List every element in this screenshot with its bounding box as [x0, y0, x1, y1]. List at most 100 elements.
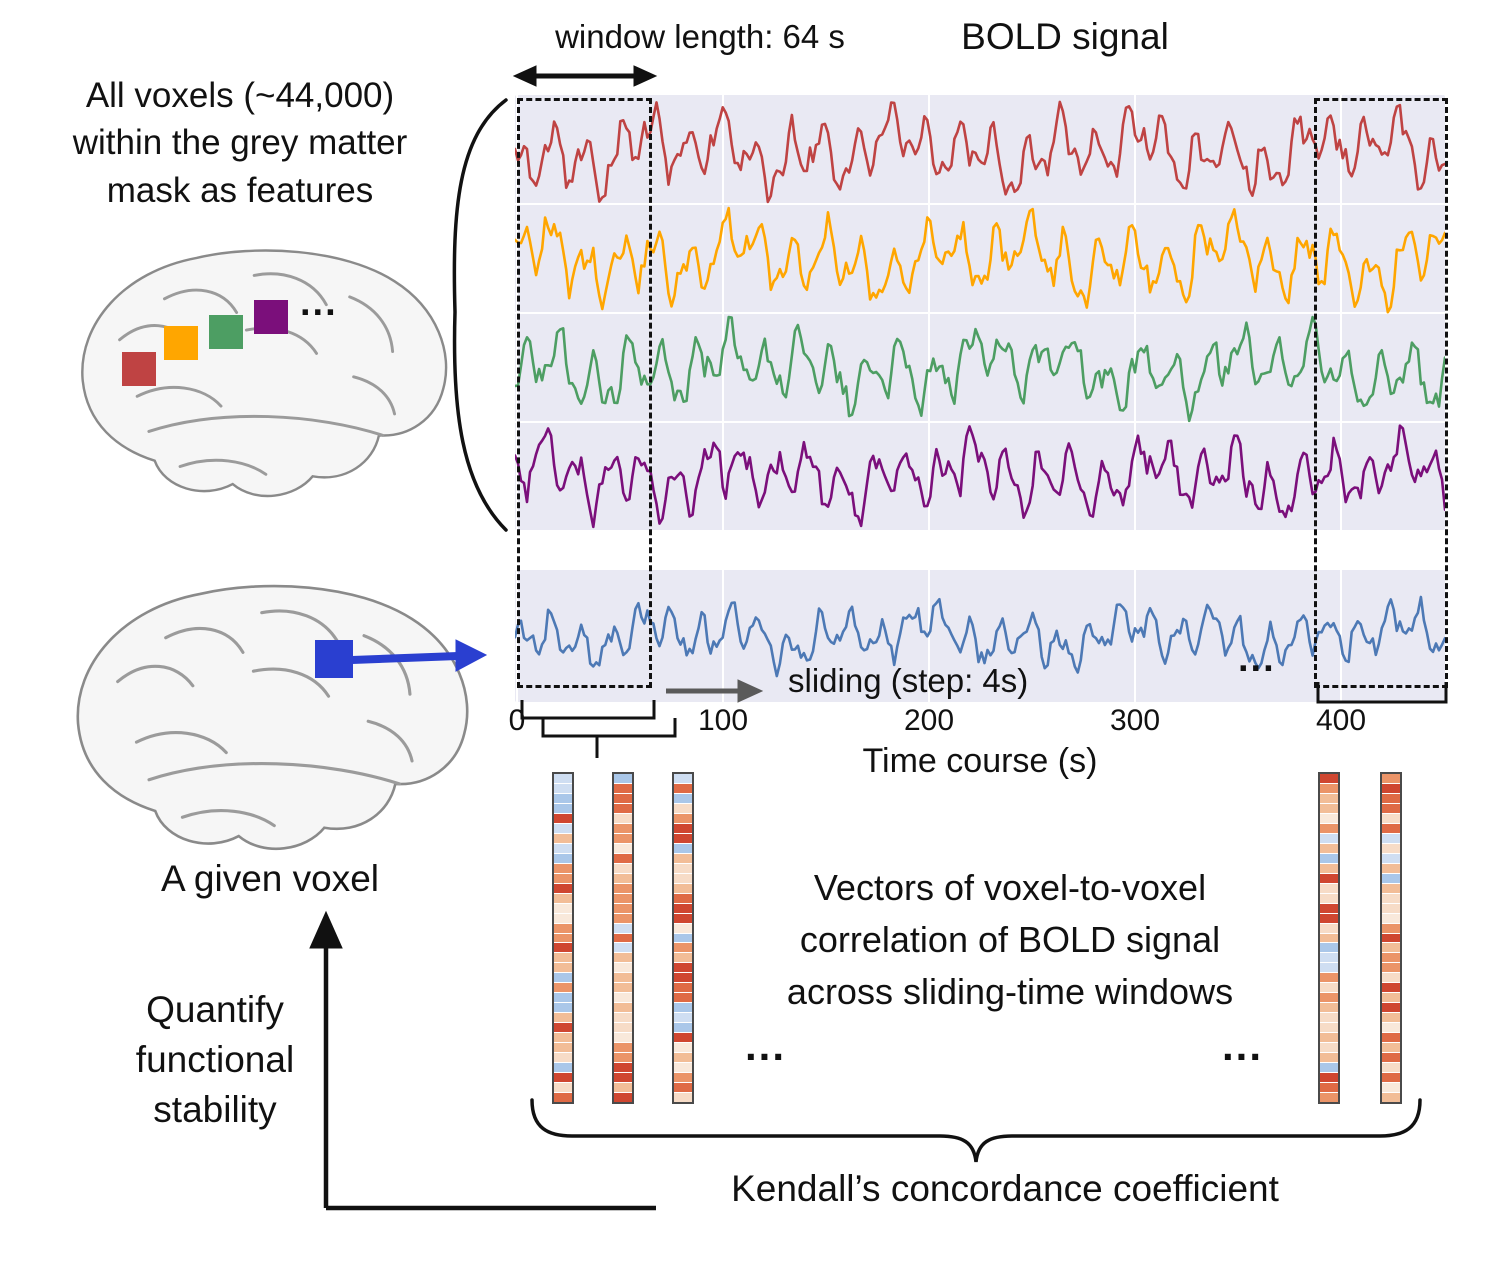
correlation-cell: [1320, 893, 1338, 904]
signal-trace-voxel-red: [515, 100, 1445, 204]
correlation-cell: [674, 1053, 692, 1064]
correlation-cell: [674, 913, 692, 924]
correlation-cell: [614, 953, 632, 964]
window-length-arrow: [512, 65, 658, 87]
vectors-line-1: Vectors of voxel-to-voxel: [813, 867, 1207, 908]
correlation-cell: [614, 963, 632, 974]
all-voxels-line-1: All voxels (~44,000): [85, 76, 395, 115]
tick-0: 0: [508, 704, 526, 737]
correlation-cell: [1320, 903, 1338, 914]
correlation-cell: [1320, 863, 1338, 874]
correlation-cell: [554, 933, 572, 944]
correlation-cell: [1320, 1033, 1338, 1044]
brain-sulci: [118, 272, 397, 476]
correlation-cell: [674, 833, 692, 844]
correlation-cell: [554, 873, 572, 884]
correlation-cell: [554, 943, 572, 954]
vectors-ellipsis-left: ...: [745, 1022, 787, 1069]
brain-outline: [76, 584, 469, 851]
correlation-cell: [1320, 1093, 1338, 1102]
correlation-cell: [554, 783, 572, 794]
correlation-cell: [1320, 993, 1338, 1004]
tick-400: 400: [1315, 704, 1367, 737]
correlation-cell: [1320, 1013, 1338, 1024]
blue-panel-ellipsis: ...: [1238, 638, 1276, 680]
correlation-cell: [614, 1083, 632, 1093]
tick-100: 100: [697, 704, 749, 737]
sliding-window-left: [517, 98, 652, 688]
signal-trace-voxel-green: [515, 315, 1445, 423]
quantify-arrow: [309, 910, 656, 1211]
correlation-cell: [554, 983, 572, 994]
correlation-cell: [1320, 793, 1338, 804]
correlation-vector-3: [672, 772, 694, 1104]
correlation-cell: [1320, 963, 1338, 974]
correlation-cell: [1382, 893, 1400, 904]
correlation-cell: [554, 823, 572, 834]
correlation-cell: [614, 883, 632, 894]
correlation-cell: [614, 903, 632, 914]
correlation-cell: [1320, 1083, 1338, 1093]
correlation-cell: [1382, 1013, 1400, 1024]
correlation-cell: [614, 983, 632, 994]
correlation-cell: [614, 1053, 632, 1064]
correlation-cell: [1382, 883, 1400, 894]
correlation-cell: [614, 873, 632, 884]
correlation-cell: [1320, 883, 1338, 894]
kendall-underbrace: [530, 1098, 1422, 1163]
brain-top-illustration: [81, 249, 448, 498]
correlation-cell: [614, 793, 632, 804]
correlation-cell: [614, 803, 632, 814]
correlation-cell: [674, 853, 692, 864]
correlation-cell: [554, 853, 572, 864]
correlation-cell: [1382, 993, 1400, 1004]
correlation-cell: [614, 943, 632, 954]
correlation-cell: [1320, 833, 1338, 844]
correlation-cell: [1382, 1043, 1400, 1054]
correlation-cell: [554, 963, 572, 974]
signal-trace-given-voxel-blue: [515, 595, 1445, 678]
correlation-cell: [1382, 813, 1400, 824]
sliding-label: sliding (step: 4s): [788, 662, 1029, 699]
given-voxel-square: [315, 640, 353, 678]
correlation-cell: [614, 783, 632, 794]
sliding-window-right: [1314, 98, 1448, 688]
correlation-cell: [1382, 1083, 1400, 1093]
voxel-square-purple: [254, 300, 288, 334]
correlation-cell: [554, 813, 572, 824]
correlation-cell: [1320, 1063, 1338, 1074]
correlation-cell: [674, 943, 692, 954]
correlation-cell: [674, 993, 692, 1004]
correlation-cell: [674, 963, 692, 974]
correlation-cell: [1382, 953, 1400, 964]
signal-trace-voxel-purple: [515, 424, 1445, 529]
correlation-cell: [1320, 774, 1338, 784]
correlation-cell: [1320, 933, 1338, 944]
correlation-vector-5: [1380, 772, 1402, 1104]
correlation-cell: [1320, 973, 1338, 984]
correlation-cell: [554, 774, 572, 784]
correlation-cell: [554, 1073, 572, 1084]
correlation-cell: [554, 803, 572, 814]
correlation-cell: [1382, 1063, 1400, 1074]
time-course-label: Time course (s): [862, 742, 1098, 780]
correlation-cell: [674, 1003, 692, 1014]
correlation-cell: [1320, 853, 1338, 864]
correlation-vector-1: [552, 772, 574, 1104]
correlation-cell: [1382, 833, 1400, 844]
correlation-cell: [674, 843, 692, 854]
quantify-line-1: Quantify: [146, 989, 284, 1030]
correlation-cell: [614, 993, 632, 1004]
quantify-label: Quantify functional stability: [90, 985, 340, 1135]
correlation-cell: [614, 1043, 632, 1054]
correlation-cell: [674, 774, 692, 784]
correlation-cell: [1382, 973, 1400, 984]
correlation-cell: [1320, 913, 1338, 924]
correlation-cell: [554, 833, 572, 844]
correlation-cell: [674, 803, 692, 814]
correlation-cell: [554, 843, 572, 854]
correlation-cell: [674, 813, 692, 824]
correlation-cell: [674, 1073, 692, 1084]
bold-signal-label: BOLD signal: [961, 16, 1169, 57]
correlation-cell: [1320, 923, 1338, 934]
